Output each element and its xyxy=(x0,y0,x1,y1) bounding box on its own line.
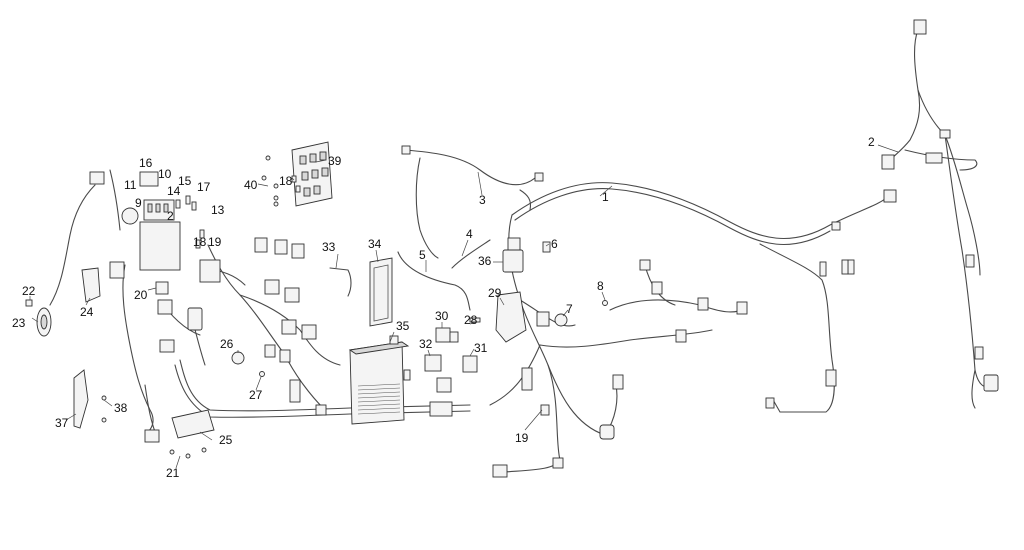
part-20-connector xyxy=(155,281,169,295)
callout-7: 7 xyxy=(566,302,573,316)
callout-8: 8 xyxy=(597,279,604,293)
callout-labels: 1 2 3 4 5 6 7 8 9 10 11 2 13 14 15 16 17… xyxy=(12,135,875,480)
callout-21: 21 xyxy=(166,466,180,480)
callout-4: 4 xyxy=(466,227,473,241)
callout-2-rear: 2 xyxy=(868,135,875,149)
callout-5: 5 xyxy=(419,248,426,262)
part-34-cover xyxy=(369,257,393,327)
callout-19-mid: 19 xyxy=(515,431,529,445)
callout-23: 23 xyxy=(12,316,26,330)
callout-36: 36 xyxy=(478,254,492,268)
part-33-bracket xyxy=(329,267,352,297)
left-harness xyxy=(49,169,471,443)
part-37-bracket xyxy=(73,369,89,429)
callout-29: 29 xyxy=(488,286,502,300)
callout-39: 39 xyxy=(328,154,342,168)
part-23-horn xyxy=(36,307,52,337)
callout-9: 9 xyxy=(135,196,142,210)
part-6-plug xyxy=(542,241,551,253)
main-harness xyxy=(489,182,897,478)
callout-30: 30 xyxy=(435,309,449,323)
callout-24: 24 xyxy=(80,305,94,319)
part-38-screw xyxy=(101,395,107,401)
part-39-relay-bank xyxy=(261,141,333,207)
callout-3: 3 xyxy=(479,193,486,207)
part-35-battery xyxy=(348,335,411,425)
part-24-bracket xyxy=(81,267,101,303)
part-30-fuse-holder xyxy=(435,327,459,343)
part-31-connector xyxy=(462,355,478,373)
callout-25: 25 xyxy=(219,433,233,447)
part-27-screw xyxy=(259,371,265,377)
part-36-relay xyxy=(502,249,524,273)
part-21-screw xyxy=(169,449,175,455)
wire-5 xyxy=(397,251,471,311)
part-21b-screw xyxy=(185,453,191,459)
callout-33: 33 xyxy=(322,240,336,254)
callout-11: 11 xyxy=(124,178,137,192)
callout-27: 27 xyxy=(249,388,263,402)
wire-3 xyxy=(401,145,544,259)
fuse-box xyxy=(121,171,205,271)
callout-18-relay: 18 xyxy=(279,174,293,188)
callout-37: 37 xyxy=(55,416,69,430)
callout-28: 28 xyxy=(464,313,478,327)
callout-13: 13 xyxy=(211,203,225,217)
callout-20: 20 xyxy=(134,288,148,302)
part-21c-screw xyxy=(201,447,207,453)
part-7-grommet xyxy=(554,313,568,327)
callout-38: 38 xyxy=(114,401,128,415)
callout-32: 32 xyxy=(419,337,433,351)
callout-40: 40 xyxy=(244,178,258,192)
callout-35: 35 xyxy=(396,319,410,333)
leader-lines xyxy=(29,144,899,469)
callout-6: 6 xyxy=(551,237,558,251)
part-38b-screw xyxy=(101,417,107,423)
callout-14: 14 xyxy=(167,184,181,198)
battery-grille xyxy=(357,383,401,415)
callout-2-front: 2 xyxy=(167,209,174,223)
part-25-ecu xyxy=(171,409,215,439)
callout-1: 1 xyxy=(602,190,609,204)
part-32b-pad xyxy=(436,377,452,393)
part-22-nut xyxy=(25,299,33,307)
callout-31: 31 xyxy=(474,341,488,355)
rear-harness xyxy=(881,19,999,409)
callout-18-front: 18 xyxy=(193,235,207,249)
callout-26: 26 xyxy=(220,337,234,351)
callout-34: 34 xyxy=(368,237,382,251)
callout-10: 10 xyxy=(158,167,172,181)
part-32-pad xyxy=(424,354,442,372)
wire-4 xyxy=(451,239,491,269)
callout-16: 16 xyxy=(139,156,153,170)
callout-17: 17 xyxy=(197,180,211,194)
callout-22: 22 xyxy=(22,284,36,298)
callout-19-front: 19 xyxy=(208,235,222,249)
callout-15: 15 xyxy=(178,174,192,188)
battery-strap xyxy=(429,401,453,417)
part-26-grommet xyxy=(231,351,245,365)
part-8-screw xyxy=(602,300,608,306)
